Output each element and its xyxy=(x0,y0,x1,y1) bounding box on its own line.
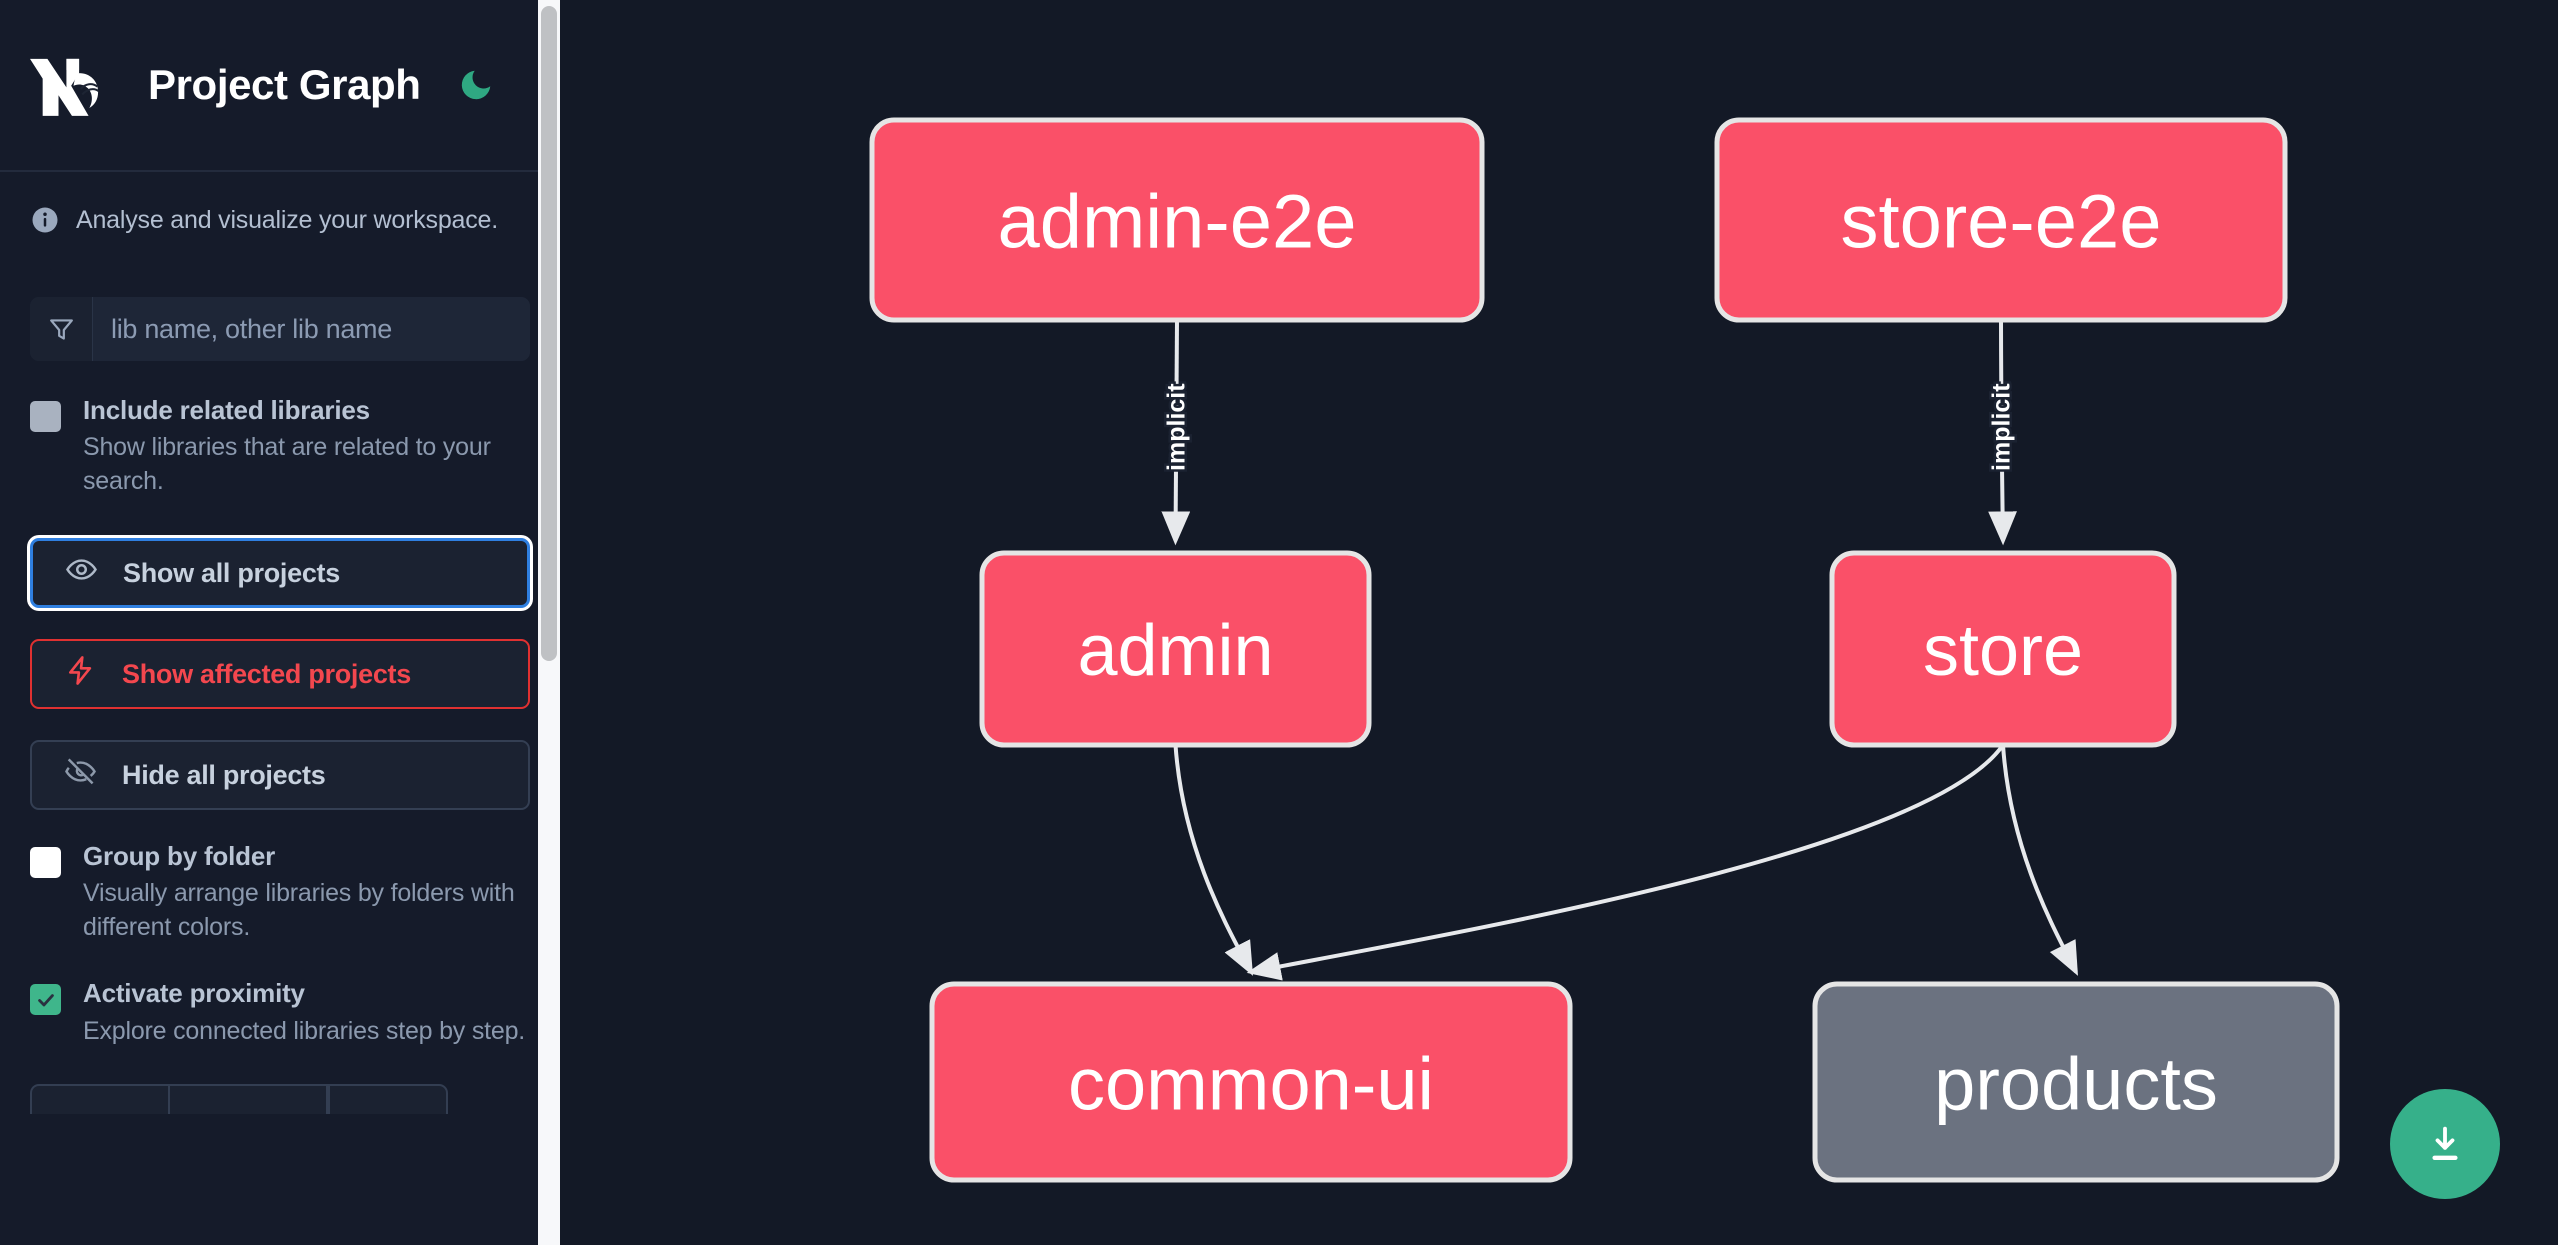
graph-node-store[interactable]: store xyxy=(1829,550,2177,748)
graph-node-label: admin xyxy=(1077,611,1273,691)
checkbox-include-related-libraries[interactable]: Include related libraries Show libraries… xyxy=(30,395,530,498)
show-affected-projects-label: Show affected projects xyxy=(122,658,411,689)
hide-all-projects-button[interactable]: Hide all projects xyxy=(30,740,530,811)
checkbox-include-related-libraries-label: Include related libraries xyxy=(83,395,370,425)
checkbox-group-by-folder-description: Visually arrange libraries by folders wi… xyxy=(83,879,515,941)
graph-node-label: products xyxy=(1934,1043,2218,1126)
graph-edge-admin-e2e-to-admin[interactable] xyxy=(1161,319,1191,546)
graph-node-label: admin-e2e xyxy=(997,180,1356,265)
proximity-step-value[interactable] xyxy=(168,1084,328,1115)
eye-icon xyxy=(65,553,98,593)
graph-edges: implicit implicit xyxy=(1160,319,2078,981)
graph-edge-store-to-common-ui[interactable] xyxy=(1246,743,2005,981)
graph-node-admin-e2e[interactable]: admin-e2e xyxy=(869,117,1485,323)
eye-off-icon xyxy=(64,755,97,795)
graph-edge-admin-to-common-ui[interactable] xyxy=(1173,744,1254,976)
sidebar: Project Graph Analyse and visualize your… xyxy=(0,0,560,1245)
checkbox-include-related-libraries-description: Show libraries that are related to your … xyxy=(83,433,491,495)
graph-nodes[interactable]: admin-e2e store-e2e admin store common-ui pro… xyxy=(869,117,2340,1183)
proximity-step-decrease-button[interactable] xyxy=(30,1084,168,1115)
filter-bar xyxy=(30,297,530,361)
page-title: Project Graph xyxy=(148,61,421,108)
checkbox-group-by-folder-box[interactable] xyxy=(30,847,61,879)
graph-edge-store-to-products[interactable] xyxy=(2001,744,2078,976)
sidebar-body: Analyse and visualize your workspace. In… xyxy=(0,172,560,1115)
sidebar-scrollbar[interactable] xyxy=(538,0,560,1245)
download-graph-button[interactable] xyxy=(2390,1089,2500,1199)
download-icon xyxy=(2432,1126,2458,1161)
show-all-projects-label: Show all projects xyxy=(123,557,340,588)
moon-icon[interactable] xyxy=(454,63,498,107)
lightning-bolt-icon xyxy=(64,654,97,694)
proximity-step-increase-button[interactable] xyxy=(328,1084,448,1115)
graph-node-label: store-e2e xyxy=(1840,180,2161,265)
hide-all-projects-label: Hide all projects xyxy=(122,759,326,790)
sidebar-scrollbar-thumb[interactable] xyxy=(541,6,557,661)
graph-node-common-ui[interactable]: common-ui xyxy=(929,981,1573,1183)
show-all-projects-button[interactable]: Show all projects xyxy=(30,538,530,609)
workspace-info: Analyse and visualize your workspace. xyxy=(30,172,530,260)
graph-node-shape[interactable] xyxy=(869,117,1485,323)
checkbox-activate-proximity[interactable]: Activate proximity Explore connected lib… xyxy=(30,978,530,1048)
funnel-icon xyxy=(30,297,93,361)
graph-node-shape[interactable] xyxy=(979,550,1372,748)
search-input[interactable] xyxy=(93,297,530,361)
graph-node-shape[interactable] xyxy=(1714,117,2288,323)
graph-node-shape[interactable] xyxy=(929,981,1573,1183)
checkbox-include-related-libraries-box[interactable] xyxy=(30,401,61,432)
graph-node-shape[interactable] xyxy=(1829,550,2177,748)
workspace-info-text: Analyse and visualize your workspace. xyxy=(76,205,498,234)
checkbox-activate-proximity-description: Explore connected libraries step by step… xyxy=(83,1016,526,1045)
graph-node-admin[interactable]: admin xyxy=(979,550,1372,748)
proximity-step-button-group[interactable] xyxy=(30,1084,530,1115)
sidebar-header: Project Graph xyxy=(0,0,560,172)
checkbox-activate-proximity-label: Activate proximity xyxy=(83,978,305,1009)
nx-logo-icon xyxy=(30,54,125,116)
graph-node-products[interactable]: products xyxy=(1812,981,2340,1183)
graph-node-label: store xyxy=(1923,611,2083,691)
checkbox-group-by-folder-label: Group by folder xyxy=(83,841,276,872)
project-visibility-buttons: Show all projects Show affected projects xyxy=(30,538,530,811)
checkbox-group-by-folder[interactable]: Group by folder Visually arrange librari… xyxy=(30,841,530,944)
show-affected-projects-button[interactable]: Show affected projects xyxy=(30,639,530,710)
info-circle-icon xyxy=(30,205,60,235)
checkbox-activate-proximity-box[interactable] xyxy=(30,984,61,1016)
graph-node-label: common-ui xyxy=(1068,1043,1434,1126)
graph-edge-label: implicit xyxy=(1988,383,2016,471)
graph-edge-label: implicit xyxy=(1163,383,1191,471)
graph-node-store-e2e[interactable]: store-e2e xyxy=(1714,117,2288,323)
graph-node-shape[interactable] xyxy=(1812,981,2340,1183)
graph-edge-store-e2e-to-store[interactable] xyxy=(1988,319,2017,546)
